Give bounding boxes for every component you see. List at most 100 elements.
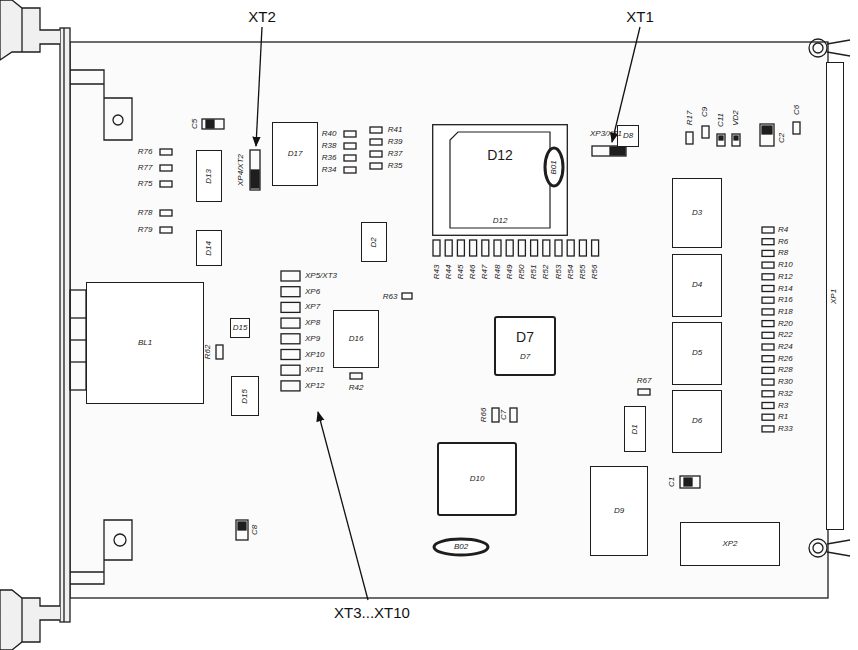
component-designator: B01	[550, 160, 559, 174]
component-designator: D16	[349, 335, 364, 344]
component-designator: D10	[470, 475, 485, 484]
resistor-label: R43	[433, 265, 441, 280]
resistor-label: R1	[778, 413, 788, 421]
ic-package: D1	[624, 406, 646, 452]
edge-connector: XP1	[826, 62, 844, 530]
resistor-label: R53	[555, 265, 563, 280]
resistor-label: R36	[322, 154, 337, 162]
transformer-module: BL1	[86, 282, 204, 404]
resistor-label: R67	[637, 377, 652, 385]
resistor-label: R48	[494, 265, 502, 280]
component-designator: D3	[692, 209, 702, 218]
resistor-label: R34	[322, 166, 337, 174]
component-designator: BL1	[138, 339, 152, 348]
capacitor-label: C1	[668, 477, 676, 487]
jumper-label: XP12	[305, 382, 325, 390]
resistor-label: R41	[388, 126, 403, 134]
resistor-label: R30	[778, 378, 793, 386]
ic-package: D5	[672, 322, 722, 385]
capacitor-label: C11	[717, 113, 725, 127]
ic-package: D13	[196, 150, 222, 202]
resistor-label: R49	[506, 265, 514, 280]
component-designator: D17	[288, 150, 303, 159]
capacitor-label: C7	[500, 410, 508, 420]
resistor-label: R37	[388, 150, 403, 158]
resistor-label: R45	[457, 265, 465, 280]
jumper-label: XP7	[305, 303, 320, 311]
resistor-label: R28	[778, 366, 793, 374]
ic-package: D15	[231, 376, 259, 416]
resistor-label: R76	[138, 148, 153, 156]
resistor-label: R75	[138, 180, 153, 188]
resistor-label: R62	[204, 345, 212, 360]
diode-label: VD2	[732, 110, 740, 126]
jumper-label: XP5/XT3	[305, 272, 337, 280]
resistor-label: R6	[778, 238, 788, 246]
resistor-label: R54	[567, 265, 575, 280]
component-designator: D9	[614, 507, 624, 516]
component-designator: D13	[205, 169, 214, 184]
resistor-label: R40	[322, 130, 337, 138]
ic-package: D3	[672, 178, 722, 248]
resistor-label: R55	[579, 265, 587, 280]
capacitor-label: C5	[191, 119, 199, 129]
resistor-label: R3	[778, 402, 788, 410]
component-designator: XP2	[722, 540, 737, 549]
component-designator: D6	[692, 417, 702, 426]
component-designator: D4	[692, 281, 702, 290]
capacitor-label: C6	[793, 105, 801, 115]
resistor-label: R47	[481, 265, 489, 280]
ic-package: D9	[590, 466, 648, 556]
resistor-label: R24	[778, 343, 793, 351]
jumper-label: XP9	[305, 335, 320, 343]
jumper-label: XP4/XT2	[237, 154, 245, 186]
crystal-oscillator: B01	[543, 146, 565, 188]
jumper-label: XP3/XT1	[590, 130, 622, 138]
resistor-label: R50	[518, 265, 526, 280]
ic-package: D17	[272, 122, 318, 186]
component-designator: D12	[493, 217, 508, 226]
resistor-label: R51	[530, 265, 538, 280]
component-designator: D1	[631, 424, 640, 434]
resistor-label: R33	[778, 425, 793, 433]
component-designator: D15	[241, 389, 250, 404]
resistor-label: R10	[778, 261, 793, 269]
resistor-label: R39	[388, 138, 403, 146]
component-designator: D14	[205, 241, 214, 256]
resistor-label: R38	[322, 142, 337, 150]
resistor-label: R20	[778, 320, 793, 328]
resistor-label: R78	[138, 209, 153, 217]
resistor-label: R79	[138, 226, 153, 234]
resistor-label: R44	[445, 265, 453, 280]
resistor-label: R17	[686, 111, 694, 126]
resistor-label: R42	[349, 384, 364, 392]
jumper-label: XP8	[305, 319, 320, 327]
resistor-label: R14	[778, 285, 793, 293]
ic-package: D7D7	[494, 316, 556, 376]
ic-package: D14	[196, 230, 222, 266]
resistor-label: R12	[778, 273, 793, 281]
resistor-label: R66	[480, 408, 488, 423]
component-designator: D5	[692, 349, 702, 358]
component-designator: D12	[487, 148, 513, 163]
component-designator: B02	[454, 543, 468, 552]
component-designator: D7	[516, 330, 534, 345]
resistor-label: R35	[388, 162, 403, 170]
ic-package: D2	[361, 222, 387, 262]
connector: XP2	[680, 522, 780, 566]
jumper-label: XP6	[305, 288, 320, 296]
resistor-label: R16	[778, 296, 793, 304]
ic-package: D6	[672, 390, 722, 453]
resistor-label: R32	[778, 390, 793, 398]
jumper-label: XP11	[305, 366, 324, 374]
callout-label: XT3...XT10	[334, 605, 410, 620]
resistor-label: R8	[778, 249, 788, 257]
component-designator: XP1	[831, 288, 840, 303]
resistor-label: R26	[778, 355, 793, 363]
resistor-label: R56	[591, 265, 599, 280]
capacitor-label: C2	[778, 133, 786, 143]
ic-package: D4	[672, 254, 722, 317]
capacitor-label: C9	[701, 107, 709, 117]
resistor-label: R77	[138, 164, 153, 172]
